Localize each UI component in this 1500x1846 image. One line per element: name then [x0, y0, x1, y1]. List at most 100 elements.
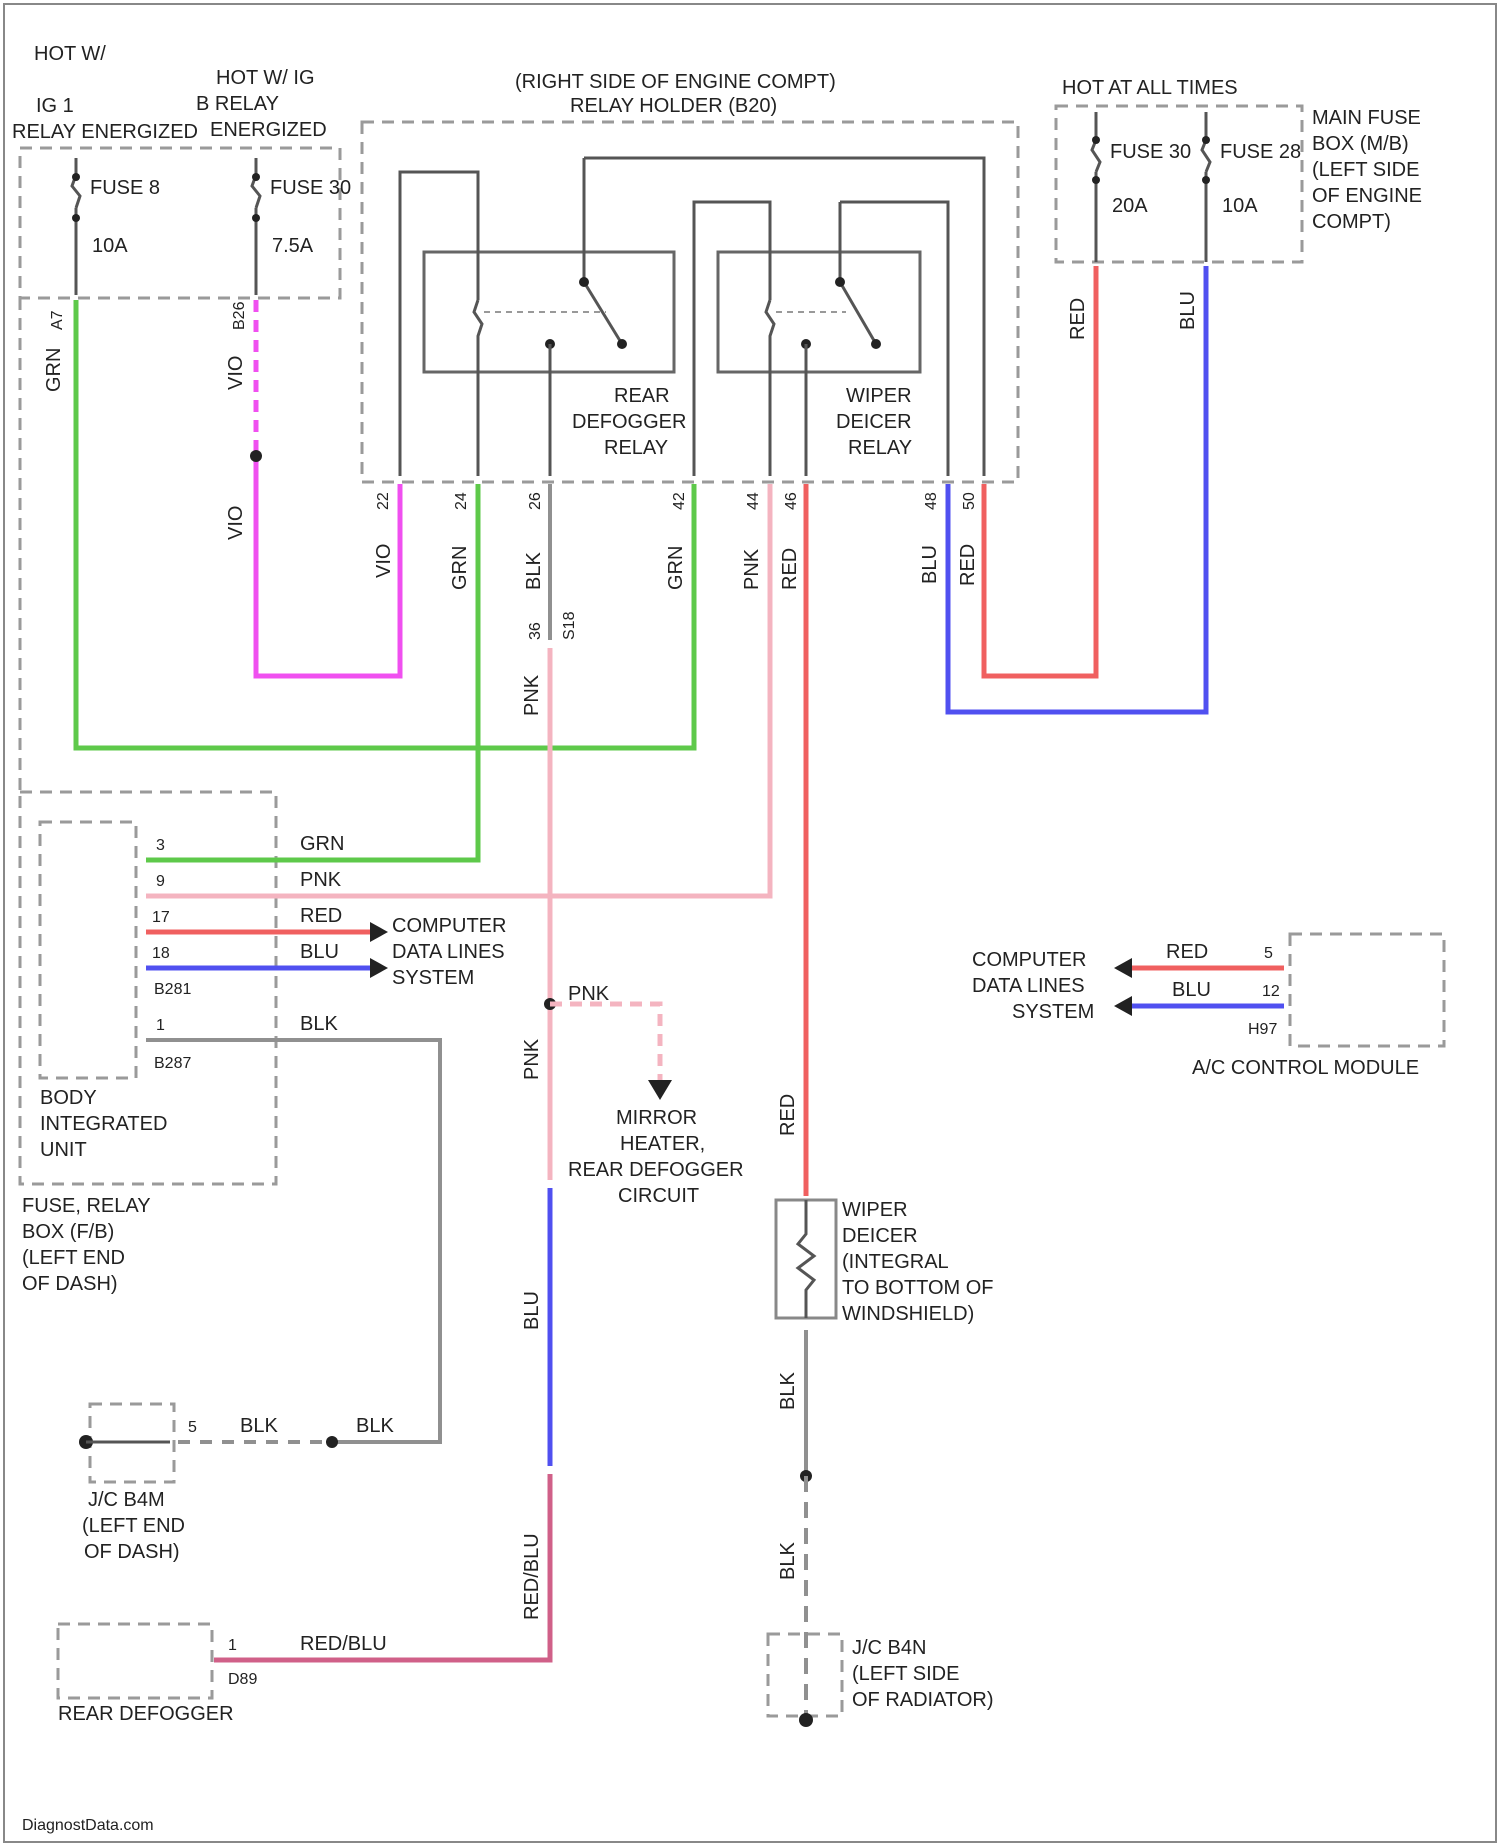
grn-label-3: GRN	[449, 546, 471, 590]
red-label-4: RED	[957, 544, 979, 586]
red-data-arrow-icon	[370, 922, 388, 942]
jc-b4n-label-2: (LEFT SIDE	[852, 1663, 959, 1685]
biu-pin-18: 18	[152, 945, 170, 962]
fuse-8-rating: 10A	[92, 235, 128, 257]
main-fuse-box-label-3: (LEFT SIDE	[1312, 159, 1419, 181]
jc-b4n-ground-dot	[799, 1713, 813, 1727]
wiper-deicer-relay-label-3: RELAY	[848, 437, 912, 459]
fuse-relay-box-1: FUSE, RELAY	[22, 1195, 151, 1217]
fuse-28-name: FUSE 28	[1220, 141, 1301, 163]
red-label-2: RED	[777, 1094, 799, 1136]
vio-label-2: VIO	[225, 506, 247, 540]
blu-data-arrow-icon	[370, 958, 388, 978]
biu-connector-b287: B287	[154, 1055, 191, 1072]
wiper-deicer-relay-label-2: DEICER	[836, 411, 912, 433]
pin-a7: A7	[49, 310, 66, 330]
biu-box	[40, 822, 136, 1078]
jc-b4m-label-2: (LEFT END	[82, 1515, 185, 1537]
grn-label-4: GRN	[300, 833, 344, 855]
fuse-30-right-rating: 20A	[1112, 195, 1148, 217]
blk-label-5: BLK	[777, 1372, 799, 1410]
pin-24: 24	[453, 492, 470, 510]
pin-22: 22	[375, 492, 392, 510]
vio-label-3: VIO	[373, 544, 395, 578]
biu-pin-17: 17	[152, 909, 170, 926]
splice-pin-36: 36	[527, 622, 544, 640]
mirror-heater-1: MIRROR	[616, 1107, 697, 1129]
pin-b26: B26	[231, 301, 248, 330]
pnk-label-3: PNK	[521, 674, 543, 716]
fuse-8	[72, 158, 80, 295]
blu-label-5: BLU	[1172, 979, 1211, 1001]
blk-label-4: BLK	[356, 1415, 394, 1437]
blk-label-1: BLK	[523, 552, 545, 590]
fuse-28-rating: 10A	[1222, 195, 1258, 217]
jc-b4m-pin: 5	[188, 1419, 197, 1436]
jc-b4m-label-1: J/C B4M	[88, 1489, 165, 1511]
splice-s18: S18	[561, 611, 578, 640]
ac-control-module-box	[1290, 934, 1444, 1046]
diagram-frame	[4, 4, 1496, 1842]
relay-holder-name: RELAY HOLDER (B20)	[570, 95, 777, 117]
rear-defogger-relay-label-3: RELAY	[604, 437, 668, 459]
ac-pin-12: 12	[1262, 983, 1280, 1000]
red-label-6: RED	[1166, 941, 1208, 963]
biu-data-lines-2: DATA LINES	[392, 941, 505, 963]
deicer-element-3: (INTEGRAL	[842, 1251, 949, 1273]
relay-pin-labels: 22 24 26 42 44 46 48 50	[375, 492, 978, 510]
blk-label-6: BLK	[777, 1542, 799, 1580]
redblu-label-2: RED/BLU	[300, 1633, 387, 1655]
fuse-relay-box-2: BOX (F/B)	[22, 1221, 114, 1243]
fuse-relay-box-3: (LEFT END	[22, 1247, 125, 1269]
blu-label-2: BLU	[919, 545, 941, 584]
jc-b4n-label-3: OF RADIATOR)	[852, 1689, 993, 1711]
biu-name-3: UNIT	[40, 1139, 87, 1161]
deicer-element-1: WIPER	[842, 1199, 908, 1221]
ac-module-name: A/C CONTROL MODULE	[1192, 1057, 1419, 1079]
wiper-deicer-relay	[694, 202, 948, 476]
mirror-heater-3: REAR DEFOGGER	[568, 1159, 744, 1181]
jc-b4m-label-3: OF DASH)	[84, 1541, 180, 1563]
b-relay-label: B RELAY	[196, 93, 279, 115]
biu-data-lines-3: SYSTEM	[392, 967, 474, 989]
hot-w-label: HOT W/	[34, 43, 106, 65]
grn-wire-fuse8	[76, 300, 694, 748]
blk-splice-dot	[326, 1436, 338, 1448]
redblu-label-1: RED/BLU	[521, 1533, 543, 1620]
main-fuse-box-label-2: BOX (M/B)	[1312, 133, 1409, 155]
hot-at-all-times-label: HOT AT ALL TIMES	[1062, 77, 1238, 99]
watermark: DiagnostData.com	[22, 1817, 154, 1834]
ac-pin-5: 5	[1264, 945, 1273, 962]
ac-data-lines-2: DATA LINES	[972, 975, 1085, 997]
mirror-arrow-icon	[648, 1080, 672, 1100]
mirror-heater-4: CIRCUIT	[618, 1185, 699, 1207]
ac-data-lines-3: SYSTEM	[1012, 1001, 1094, 1023]
red-label-5: RED	[300, 905, 342, 927]
biu-pin-1: 1	[156, 1017, 165, 1034]
rear-defogger-connector: D89	[228, 1671, 257, 1688]
main-fuse-box	[1056, 106, 1302, 262]
fuse-28	[1202, 112, 1210, 262]
pnk-wire-mirror	[550, 1004, 660, 1080]
biu-name-1: BODY	[40, 1087, 97, 1109]
blu-label-4: BLU	[521, 1291, 543, 1330]
biu-pin-9: 9	[156, 873, 165, 890]
ig1-relay-label: RELAY ENERGIZED	[12, 121, 198, 143]
pnk-label-5: PNK	[521, 1038, 543, 1080]
rear-defogger-box	[58, 1624, 212, 1698]
jc-b4n-label-1: J/C B4N	[852, 1637, 926, 1659]
rear-defogger-name: REAR DEFOGGER	[58, 1703, 234, 1725]
blk-wire-biu	[146, 1040, 440, 1442]
ac-red-arrow-icon	[1114, 958, 1132, 978]
pin-48: 48	[923, 492, 940, 510]
rear-defogger-relay-label-1: REAR	[614, 385, 670, 407]
ig1-label: IG 1	[36, 95, 74, 117]
deicer-resistor-icon	[798, 1200, 814, 1318]
red-label-1: RED	[779, 548, 801, 590]
fuse-box-left	[20, 148, 340, 298]
main-fuse-box-label-5: COMPT)	[1312, 211, 1391, 233]
biu-connector-b281: B281	[154, 981, 191, 998]
fuse-8-name: FUSE 8	[90, 177, 160, 199]
blu-label-1: BLU	[1177, 291, 1199, 330]
